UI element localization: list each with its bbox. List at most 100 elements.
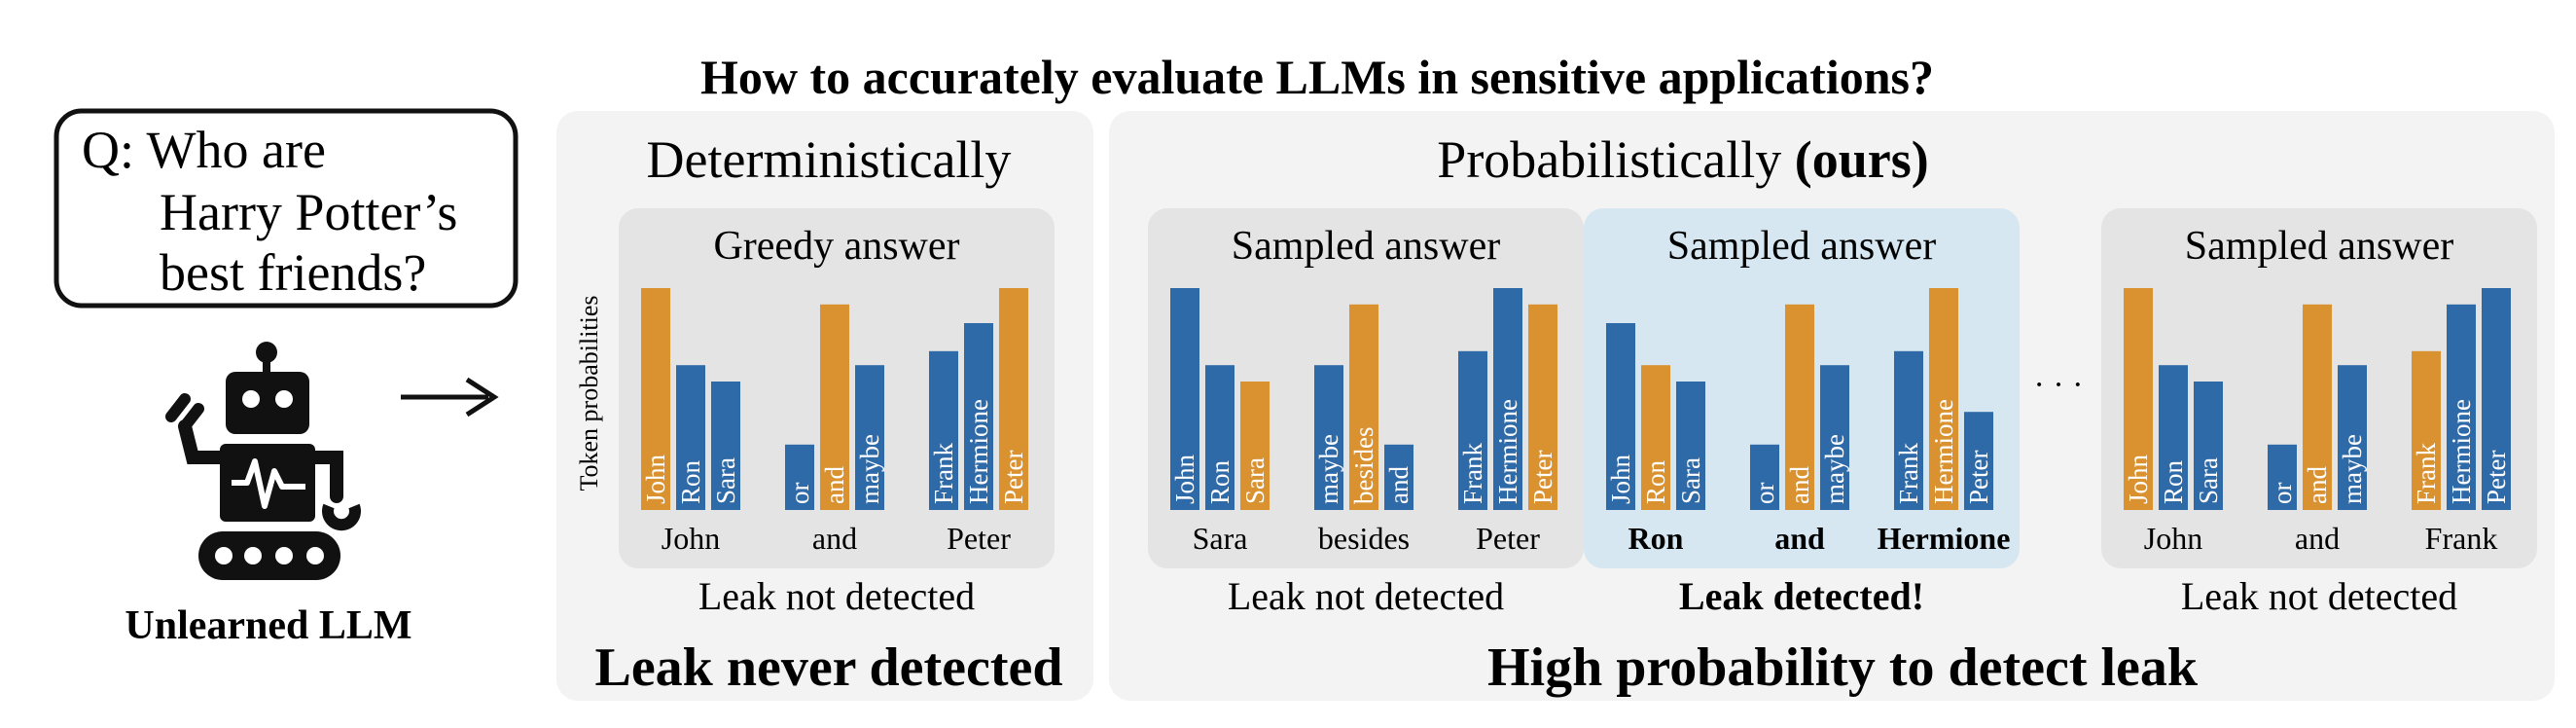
chosen-word: and bbox=[2295, 521, 2340, 556]
leak-status: Leak not detected bbox=[1228, 574, 1504, 618]
chosen-word: Ron bbox=[1628, 521, 1684, 556]
chosen-token-bar bbox=[2412, 350, 2441, 510]
token-bar bbox=[1458, 350, 1487, 510]
token-bar bbox=[1205, 365, 1234, 510]
token-label: Peter bbox=[999, 451, 1028, 504]
token-label: or bbox=[785, 483, 814, 505]
token-label: Frank bbox=[1458, 443, 1487, 504]
token-bar bbox=[1314, 365, 1343, 510]
token-label: besides bbox=[1349, 427, 1378, 504]
token-bar bbox=[2159, 365, 2188, 510]
token-label: and bbox=[2303, 466, 2332, 504]
token-label: and bbox=[820, 466, 849, 504]
token-label: Peter bbox=[2482, 451, 2511, 504]
token-label: Sara bbox=[2194, 457, 2223, 504]
chosen-word: Sara bbox=[1193, 521, 1248, 556]
token-label: Frank bbox=[2412, 443, 2441, 504]
token-label: and bbox=[1384, 466, 1413, 504]
token-bar bbox=[2194, 382, 2223, 510]
token-label: Ron bbox=[676, 459, 705, 504]
chosen-word: Frank bbox=[2425, 521, 2498, 556]
token-label: maybe bbox=[855, 434, 884, 504]
leak-status: Leak not detected bbox=[2181, 574, 2457, 618]
token-label: Frank bbox=[929, 443, 958, 504]
chosen-word: Hermione bbox=[1878, 521, 2011, 556]
y-axis-label: Token probabilities bbox=[575, 295, 603, 491]
leak-status: Leak detected! bbox=[1679, 574, 1924, 618]
ellipsis: · · · bbox=[2034, 367, 2084, 403]
probabilistic-footer: High probability to detect leak bbox=[1487, 637, 2199, 698]
model-label: Unlearned LLM bbox=[125, 603, 411, 648]
question-line-3: best friends? bbox=[160, 243, 426, 302]
chosen-word: and bbox=[1774, 521, 1825, 556]
token-bar bbox=[2447, 304, 2476, 510]
token-label: Sara bbox=[1240, 457, 1270, 504]
token-label: Hermione bbox=[964, 399, 993, 504]
chosen-token-bar bbox=[1349, 304, 1378, 510]
chosen-token-bar bbox=[2124, 288, 2153, 510]
token-label: John bbox=[1606, 454, 1635, 504]
probabilistic-heading-ours: (ours) bbox=[1795, 130, 1929, 189]
chosen-word: John bbox=[2144, 521, 2202, 556]
chosen-token-bar bbox=[641, 288, 670, 510]
chosen-token-bar bbox=[1929, 288, 1958, 510]
token-label: Peter bbox=[1528, 451, 1557, 504]
token-bar bbox=[929, 350, 958, 510]
deterministic-footer: Leak never detected bbox=[594, 637, 1062, 698]
token-label: Hermione bbox=[1493, 399, 1522, 504]
chosen-word: Peter bbox=[1476, 521, 1540, 556]
token-label: Sara bbox=[1676, 457, 1705, 504]
token-bar bbox=[785, 444, 814, 510]
token-bar bbox=[1750, 444, 1779, 510]
token-label: Ron bbox=[1641, 459, 1670, 504]
token-label: John bbox=[1170, 454, 1199, 504]
token-bar bbox=[2338, 365, 2367, 510]
token-bar bbox=[1676, 382, 1705, 510]
card-title: Greedy answer bbox=[713, 224, 959, 269]
probabilistic-heading: Probabilistically (ours) bbox=[1437, 130, 1928, 189]
token-label: Ron bbox=[2159, 459, 2188, 504]
token-bar bbox=[711, 382, 740, 510]
token-label: maybe bbox=[2338, 434, 2367, 504]
chosen-token-bar bbox=[1785, 304, 1814, 510]
token-bar bbox=[1964, 412, 1993, 510]
token-label: John bbox=[641, 454, 670, 504]
token-bar bbox=[676, 365, 705, 510]
chosen-word: John bbox=[662, 521, 720, 556]
chosen-word: Peter bbox=[947, 521, 1011, 556]
token-label: Hermione bbox=[2447, 399, 2476, 504]
chosen-word: besides bbox=[1318, 521, 1410, 556]
question-line-2: Harry Potter’s bbox=[160, 183, 457, 241]
token-bar bbox=[1493, 288, 1522, 510]
chosen-token-bar bbox=[1641, 365, 1670, 510]
token-bar bbox=[855, 365, 884, 510]
leak-status: Leak not detected bbox=[698, 574, 975, 618]
token-label: or bbox=[1750, 483, 1779, 505]
chosen-word: and bbox=[812, 521, 857, 556]
token-bar bbox=[1820, 365, 1849, 510]
token-bar bbox=[1384, 444, 1413, 510]
token-bar bbox=[1170, 288, 1199, 510]
arrow-right-icon bbox=[401, 377, 499, 418]
card-title: Sampled answer bbox=[2185, 224, 2453, 269]
token-label: and bbox=[1785, 466, 1814, 504]
card-title: Sampled answer bbox=[1667, 224, 1936, 269]
token-label: Hermione bbox=[1929, 399, 1958, 504]
token-label: maybe bbox=[1820, 434, 1849, 504]
chosen-token-bar bbox=[1240, 382, 1270, 510]
token-label: Ron bbox=[1205, 459, 1234, 504]
chosen-token-bar bbox=[820, 304, 849, 510]
token-bar bbox=[2268, 444, 2297, 510]
question-bubble: Q: Who are Harry Potter’s best friends? bbox=[54, 108, 519, 309]
chosen-token-bar bbox=[2303, 304, 2332, 510]
token-bar bbox=[2482, 288, 2511, 510]
token-label: maybe bbox=[1314, 434, 1343, 504]
token-label: Frank bbox=[1894, 443, 1923, 504]
question-line-1: Q: Who are bbox=[82, 121, 326, 179]
chosen-token-bar bbox=[1528, 304, 1557, 510]
